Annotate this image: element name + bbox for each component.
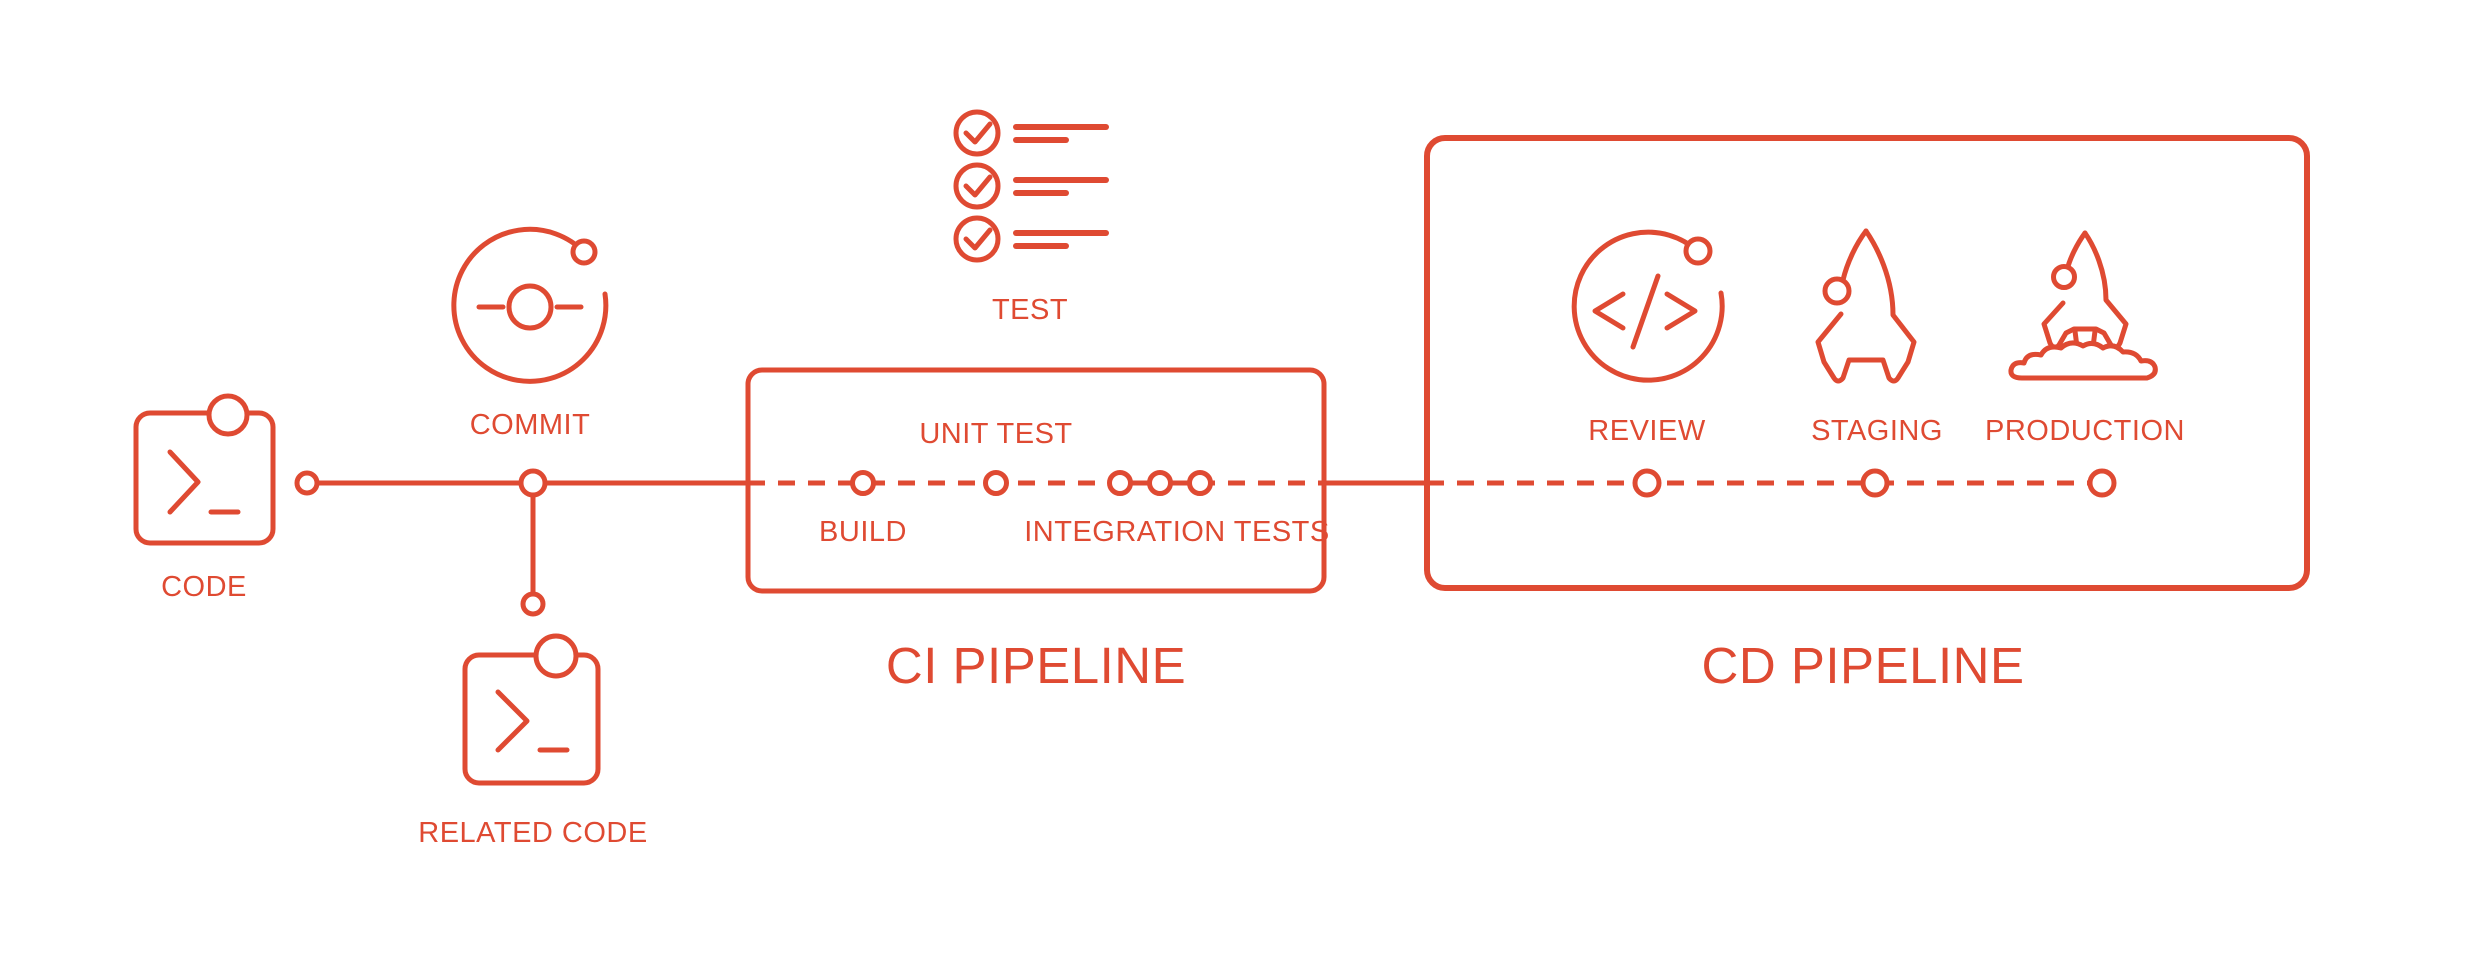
cd-pipeline-title: CD PIPELINE: [1702, 637, 2025, 694]
porthole-circle: [2051, 264, 2077, 290]
rocket-body-left-edge: [1840, 228, 1869, 283]
cd-pipeline-box: [1424, 135, 2310, 591]
related-code-label: RELATED CODE: [418, 817, 647, 849]
related-code-stage: RELATED CODE: [418, 633, 647, 849]
orbit-dot: [570, 238, 598, 266]
rocket-icon: [1815, 228, 1917, 384]
prompt-chevron: [167, 449, 201, 515]
integration-test-node: [1187, 470, 1213, 496]
review-node: [1632, 468, 1662, 498]
check-circle-icon: [953, 109, 1001, 157]
commit-label: COMMIT: [470, 409, 591, 441]
code-chevron-left: [1592, 291, 1626, 331]
checklist-icon: [953, 109, 1109, 263]
cd-pipeline-section: CD PIPELINE REVIEW STAGING PRODUCTION: [1424, 135, 2310, 694]
orbit-dot: [1683, 236, 1713, 266]
prompt-chevron: [495, 689, 530, 753]
unit-test-node: [983, 470, 1009, 496]
rocket-body-left-edge: [2064, 230, 2088, 273]
timeline-start-node: [294, 470, 320, 496]
integration-test-node: [1107, 470, 1133, 496]
staging-label: STAGING: [1811, 415, 1943, 447]
pin-circle: [533, 633, 579, 679]
checklist-row: [953, 162, 1109, 210]
terminal-frame: [462, 652, 601, 786]
code-stage: CODE: [133, 393, 276, 603]
rocket-body: [1815, 228, 1917, 384]
code-slash: [1630, 273, 1661, 350]
branch-node: [520, 591, 546, 617]
commit-dot: [506, 283, 554, 331]
integration-tests-label: INTEGRATION TESTS: [1024, 516, 1330, 548]
staging-node: [1860, 468, 1890, 498]
porthole-circle: [1822, 276, 1852, 306]
rocket-launch-icon: [2008, 230, 2158, 381]
check-mark-icon: [963, 227, 993, 251]
production-node: [2087, 468, 2117, 498]
orbit-ring: [451, 226, 609, 384]
smoke-cloud: [2008, 340, 2158, 381]
terminal-window-icon: [462, 633, 601, 786]
check-mark-icon: [963, 174, 993, 198]
check-mark-icon: [963, 121, 993, 145]
ci-pipeline-title: CI PIPELINE: [886, 637, 1186, 694]
test-stage: TEST: [953, 109, 1109, 326]
check-circle-icon: [953, 162, 1001, 210]
review-label: REVIEW: [1588, 415, 1706, 447]
unit-test-label: UNIT TEST: [919, 418, 1072, 450]
production-label: PRODUCTION: [1985, 415, 2185, 447]
code-review-icon: [1571, 229, 1725, 383]
check-circle-icon: [953, 215, 1001, 263]
integration-test-node: [1147, 470, 1173, 496]
checklist-row: [953, 215, 1109, 263]
git-commit-orbit-icon: [451, 226, 609, 384]
build-label: BUILD: [819, 516, 907, 548]
terminal-window-icon: [133, 393, 276, 546]
build-node: [850, 470, 876, 496]
rocket-body: [2041, 230, 2129, 351]
checklist-row: [953, 109, 1109, 157]
code-chevron-right: [1664, 291, 1698, 331]
review-ring: [1571, 229, 1725, 383]
commit-stage: COMMIT: [451, 226, 609, 441]
ci-pipeline-box: [745, 367, 1327, 594]
ci-pipeline-section: CI PIPELINE BUILD UNIT TEST INTEGRATION …: [745, 367, 1330, 694]
code-label: CODE: [161, 571, 247, 603]
timeline-nodes: [294, 468, 2117, 617]
terminal-frame: [133, 410, 276, 546]
commit-node: [518, 468, 548, 498]
pin-circle: [206, 393, 250, 437]
test-label: TEST: [992, 294, 1068, 326]
